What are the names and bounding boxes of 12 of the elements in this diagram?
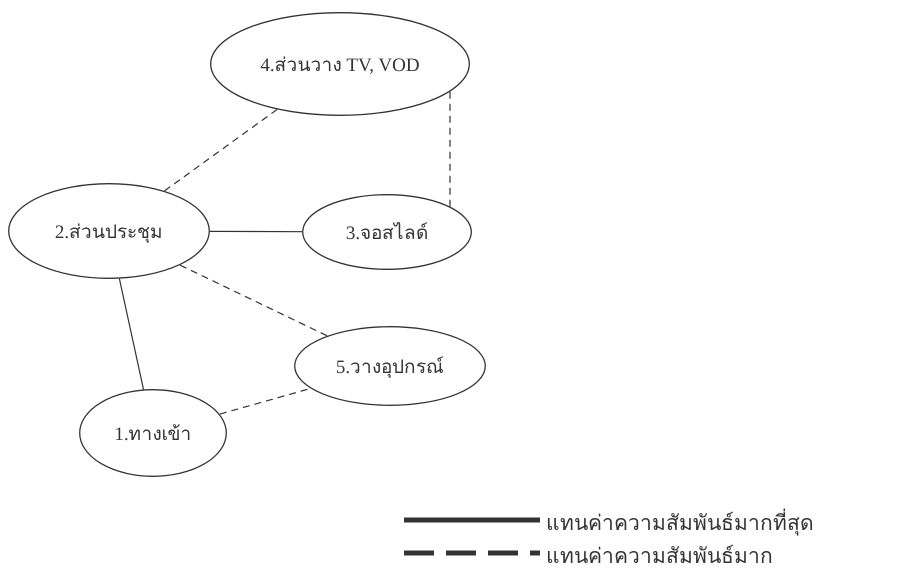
ellipse-node: 5.วางอุปกรณ์	[294, 326, 486, 406]
ellipse-node: 3.จอสไลด์	[302, 194, 472, 270]
connector-line	[180, 264, 328, 336]
connector-line	[164, 109, 278, 192]
ellipse-node: 4.ส่วนวาง TV, VOD	[210, 12, 470, 116]
ellipse-node: 1.ทางเข้า	[79, 389, 227, 477]
connector-line	[118, 278, 144, 390]
ellipse-node: 2.ส่วนประชุม	[8, 183, 210, 279]
connector-line	[210, 230, 302, 232]
connector-line	[449, 92, 451, 206]
legend-text: แทนค่าความสัมพันธ์มากที่สุด	[546, 506, 814, 539]
legend-text: แทนค่าความสัมพันธ์มาก	[546, 543, 773, 570]
